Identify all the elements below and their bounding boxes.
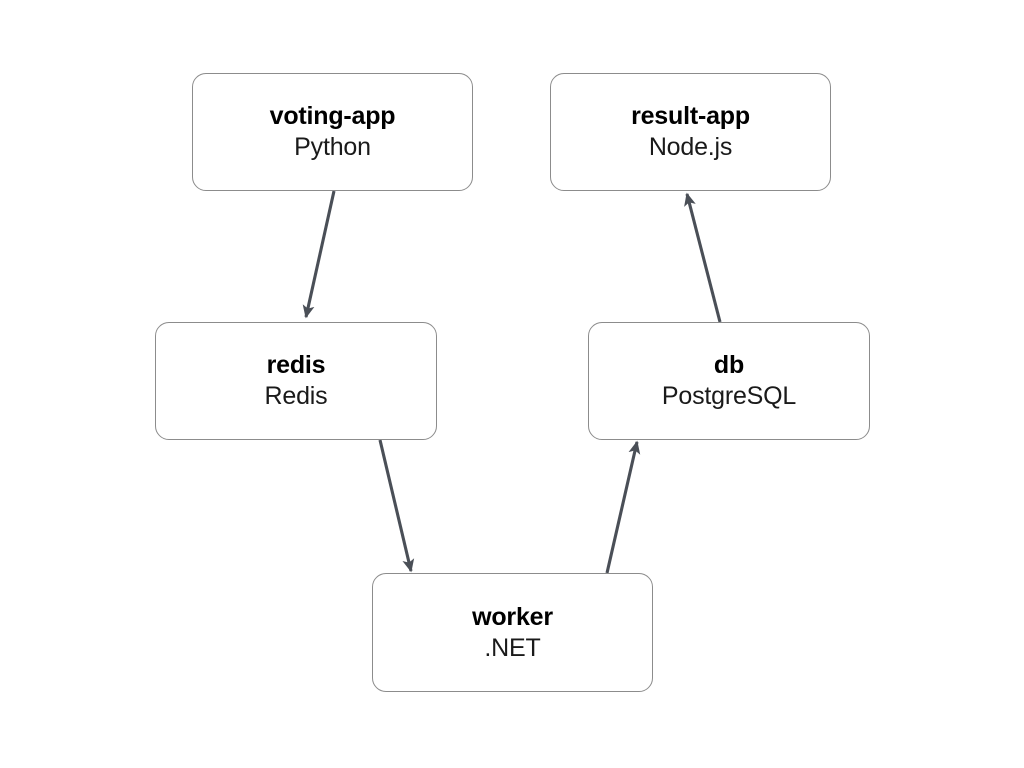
node-title: worker <box>472 602 553 631</box>
node-result-app[interactable]: result-app Node.js <box>550 73 831 191</box>
edge-voting-app-to-redis <box>302 190 336 319</box>
edge-db-to-result-app <box>684 192 722 323</box>
node-subtitle: PostgreSQL <box>661 382 797 410</box>
node-title: redis <box>266 351 326 379</box>
node-subtitle: Node.js <box>648 133 733 161</box>
node-subtitle: Redis <box>264 382 328 410</box>
node-title: result-app <box>631 102 750 130</box>
node-title: db <box>713 351 745 379</box>
node-voting-app[interactable]: voting-app Python <box>192 73 473 191</box>
node-redis[interactable]: redis Redis <box>155 322 437 440</box>
node-title: voting-app <box>269 102 396 130</box>
node-subtitle: Python <box>294 133 371 161</box>
node-worker[interactable]: worker .NET <box>372 573 653 692</box>
node-db[interactable]: db PostgreSQL <box>588 322 870 440</box>
edge-redis-to-worker <box>378 439 415 573</box>
edge-worker-to-db <box>605 440 641 574</box>
node-subtitle: .NET <box>484 633 541 662</box>
